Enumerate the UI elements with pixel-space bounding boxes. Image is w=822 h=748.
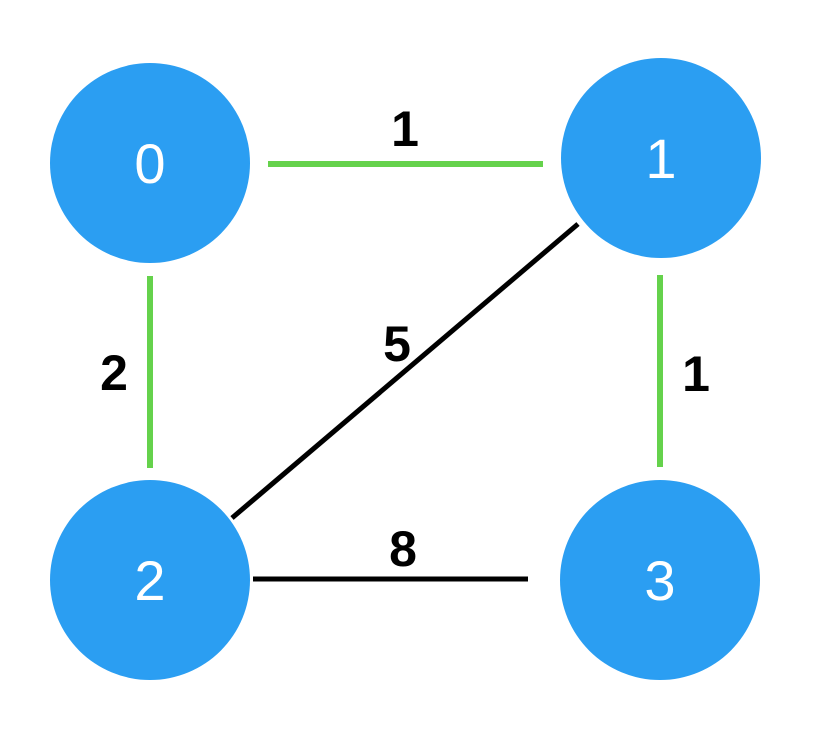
node-0-label: 0 [134,132,165,195]
edge-1-2 [230,222,580,520]
edge-weight-0-2: 2 [100,345,128,401]
edge-weight-2-3: 8 [389,521,417,577]
node-2-label: 2 [134,549,165,612]
edge-weight-1-2: 5 [383,316,411,372]
node-3-circle [560,480,760,680]
node-0-circle [50,63,250,263]
node-2-circle [50,480,250,680]
node-1-label: 1 [645,127,676,190]
node-3-label: 3 [644,549,675,612]
node-1-circle [561,58,761,258]
edge-weight-0-1: 1 [391,101,419,157]
edge-weight-1-3: 1 [682,346,710,402]
